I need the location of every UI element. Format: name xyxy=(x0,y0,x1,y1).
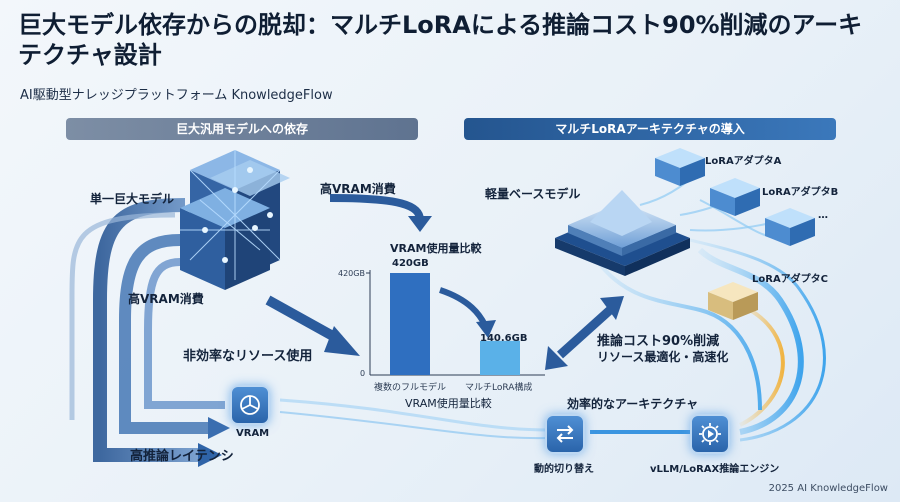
page-subtitle: AI駆動型ナレッジプラットフォーム KnowledgeFlow xyxy=(20,88,333,103)
value-label-full-models: 420GB xyxy=(392,258,429,269)
right-flow-streams xyxy=(279,169,826,442)
vram-consumption-left-label: 高VRAM消費 xyxy=(128,292,204,306)
adapter-a-label: LoRAアダプタA xyxy=(705,156,782,167)
efficient-architecture-label: 効率的なアーキテクチャ xyxy=(567,397,699,411)
vram-chart xyxy=(366,270,545,376)
chart-title: VRAM使用量比較 xyxy=(390,242,482,255)
inference-engine-label: vLLM/LoRAX推論エンジン xyxy=(650,464,780,475)
cost-reduction-arrow xyxy=(545,296,624,370)
adapter-more-label: … xyxy=(818,210,828,221)
engine-gear-icon xyxy=(690,414,730,454)
base-model-label: 軽量ベースモデル xyxy=(485,187,581,201)
y-tick-zero: 0 xyxy=(360,369,366,378)
cost-reduction-label: 推論コスト90%削減 xyxy=(597,334,720,349)
adapter-b-cube xyxy=(710,178,760,216)
adapter-more-cube xyxy=(765,208,815,246)
chart-bar-multi-lora xyxy=(480,340,520,375)
vram-icon-label: VRAM xyxy=(236,428,270,439)
value-label-multi-lora: 140.6GB xyxy=(480,333,528,344)
large-model-cube xyxy=(180,150,290,290)
adapter-a-cube xyxy=(655,148,705,186)
right-section-heading: マルチLoRAアーキテクチャの導入 xyxy=(464,118,836,140)
single-model-label: 単一巨大モデル xyxy=(90,192,175,206)
swap-arrows-icon xyxy=(545,414,585,454)
x-category-full-models: 複数のフルモデル xyxy=(374,383,447,393)
vram-consumption-top-label: 高VRAM消費 xyxy=(320,182,396,196)
dynamic-switch-label: 動的切り替え xyxy=(534,464,594,475)
inefficient-resource-label: 非効率なリソース使用 xyxy=(183,349,313,364)
page-title: 巨大モデル依存からの脱却：マルチLoRAによる推論コスト90%削減のアーキテクチ… xyxy=(18,11,863,69)
x-category-multi-lora: マルチLoRA構成 xyxy=(465,383,533,393)
cost-reduction-sublabel: リソース最適化・高速化 xyxy=(597,350,729,364)
footer-copyright: 2025 AI KnowledgeFlow xyxy=(768,483,888,494)
adapter-b-label: LoRAアダプタB xyxy=(762,187,839,198)
latency-label: 高推論レイテンシ xyxy=(130,449,234,464)
x-axis-label: VRAM使用量比較 xyxy=(405,397,492,410)
adapter-c-cube xyxy=(708,282,758,320)
chart-bar-full-models xyxy=(390,273,430,375)
adapter-c-label: LoRAアダプタC xyxy=(752,274,829,285)
left-flow-arrows xyxy=(69,194,432,467)
base-model-platform xyxy=(555,190,690,276)
ai-chip-icon xyxy=(230,385,270,425)
left-section-heading: 巨大汎用モデルへの依存 xyxy=(66,118,418,140)
y-tick-top: 420GB xyxy=(338,269,365,278)
